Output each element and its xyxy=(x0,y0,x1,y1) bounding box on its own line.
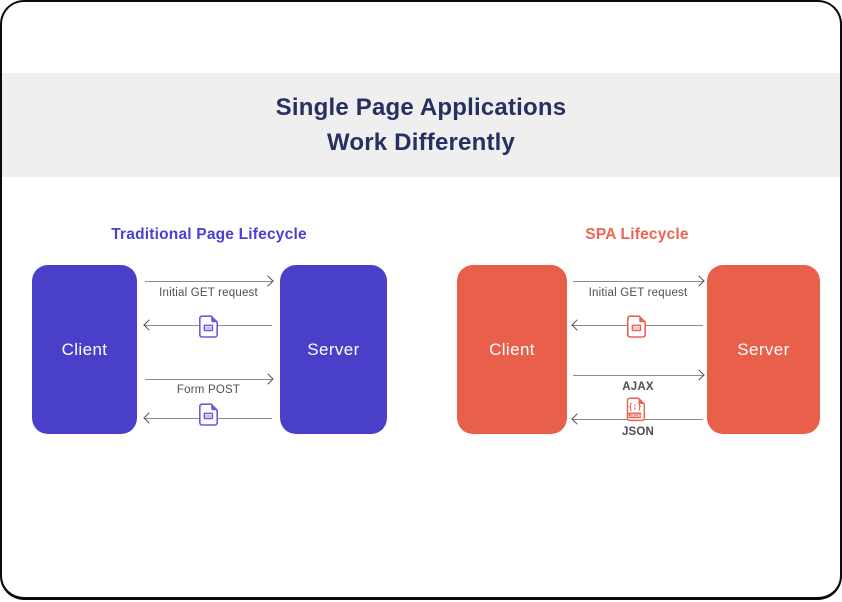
title-band: Single Page Applications Work Differentl… xyxy=(2,73,840,177)
spa-arrow-initial-get xyxy=(573,275,705,287)
arrowhead-right-icon xyxy=(262,373,274,385)
traditional-flow-label-form-post: Form POST xyxy=(176,384,241,396)
spa-client-box: Client xyxy=(457,265,567,434)
spa-client-label: Client xyxy=(489,339,535,359)
traditional-client-box: Client xyxy=(32,265,137,434)
svg-text:{;}: {;} xyxy=(628,402,642,411)
traditional-flow-label-initial-get: Initial GET request xyxy=(159,287,258,299)
spa-flow-label-ajax: AJAX xyxy=(622,381,654,393)
arrowhead-right-icon xyxy=(693,369,705,381)
arrowhead-right-icon xyxy=(262,275,274,287)
arrowhead-left-icon xyxy=(571,413,583,425)
traditional-client-label: Client xyxy=(61,339,108,359)
arrowhead-left-icon xyxy=(571,319,583,331)
document-icon xyxy=(626,315,647,343)
arrowhead-left-icon xyxy=(143,319,155,331)
document-icon xyxy=(198,403,219,431)
spa-server-box: Server xyxy=(707,265,820,434)
traditional-arrow-form-post xyxy=(145,373,274,385)
traditional-server-box: Server xyxy=(280,265,387,434)
spa-arrow-ajax xyxy=(573,369,705,381)
traditional-arrow-initial-get xyxy=(145,275,274,287)
traditional-server-label: Server xyxy=(307,339,360,359)
spa-panel-heading: SPA Lifecycle xyxy=(585,226,689,243)
page-title-line-2: Work Differently xyxy=(326,129,516,156)
arrowhead-left-icon xyxy=(143,412,155,424)
arrowhead-right-icon xyxy=(693,275,705,287)
json-icon-tag: JSON xyxy=(629,413,640,418)
json-file-icon: {;} JSON xyxy=(625,397,647,427)
spa-flow-label-json: JSON xyxy=(621,426,655,438)
spa-server-label: Server xyxy=(737,339,790,359)
page-title-line-1: Single Page Applications xyxy=(275,94,567,121)
traditional-panel-heading: Traditional Page Lifecycle xyxy=(111,226,307,243)
document-icon xyxy=(198,315,219,343)
spa-flow-label-initial-get: Initial GET request xyxy=(588,287,688,299)
